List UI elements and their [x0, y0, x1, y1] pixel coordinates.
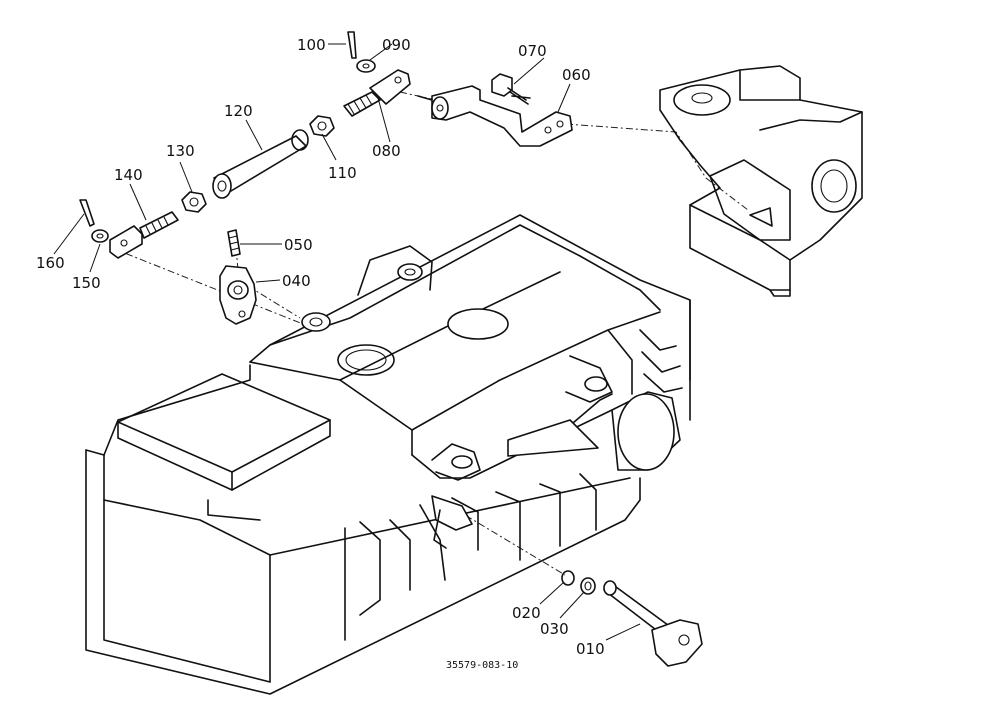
part-010-lift-shaft [603, 580, 703, 667]
part-150-washer [91, 229, 109, 243]
part-060-lever-rod [417, 85, 573, 147]
callout-130: 130 [166, 142, 195, 160]
part-050-spring-pin [227, 229, 241, 257]
callout-140: 140 [114, 166, 143, 184]
part-160-cotter-pin [79, 199, 95, 227]
callout-030: 030 [540, 620, 569, 638]
callout-060: 060 [562, 66, 591, 84]
callout-020: 020 [512, 604, 541, 622]
callout-070: 070 [518, 42, 547, 60]
part-110-nut [309, 115, 335, 137]
callout-100: 100 [297, 36, 326, 54]
part-100-cotter-pin [347, 31, 357, 59]
callout-110: 110 [328, 164, 357, 182]
part-090-washer [356, 59, 376, 73]
part-080-rod-end [343, 69, 411, 117]
part-040-lever [219, 265, 257, 325]
callout-090: 090 [382, 36, 411, 54]
part-070-bolt [491, 73, 531, 105]
part-140-rod-end [109, 211, 179, 259]
callout-050: 050 [284, 236, 313, 254]
part-120-turnbuckle [212, 129, 309, 199]
callout-labels: 100 090 070 060 080 110 120 130 140 160 … [36, 36, 605, 671]
callout-080: 080 [372, 142, 401, 160]
drawing-number: 35579-083-10 [446, 660, 518, 671]
part-130-nut [181, 191, 207, 213]
control-bracket-housing [659, 65, 863, 297]
part-020-snap-ring [561, 570, 575, 586]
callout-150: 150 [72, 274, 101, 292]
callout-160: 160 [36, 254, 65, 272]
part-030-o-ring [580, 577, 596, 595]
callout-120: 120 [224, 102, 253, 120]
callout-040: 040 [282, 272, 311, 290]
callout-010: 010 [576, 640, 605, 658]
hydraulic-housing [85, 214, 691, 695]
leader-lines [53, 43, 641, 641]
